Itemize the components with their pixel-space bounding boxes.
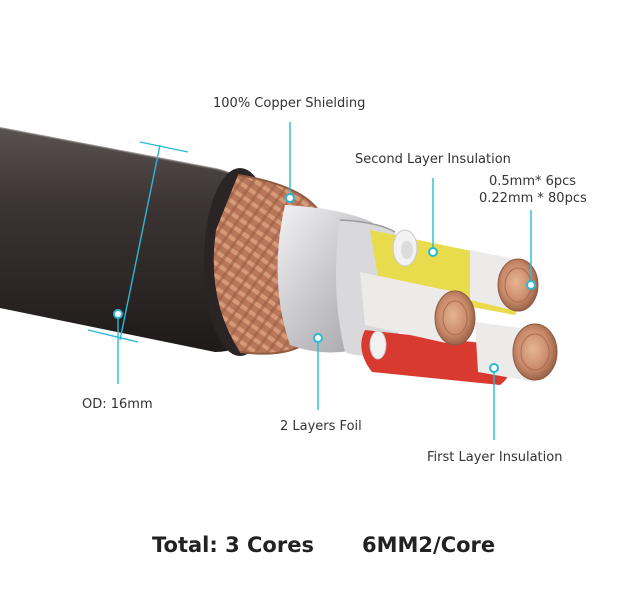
copper-dot xyxy=(285,193,295,203)
od-tick-bottom xyxy=(87,329,139,343)
od-tick-top xyxy=(139,141,189,153)
first-insulation-label: First Layer Insulation xyxy=(427,450,563,465)
strand-dot xyxy=(526,280,536,290)
outer-diameter-label: OD: 16mm xyxy=(82,397,153,412)
od-dot xyxy=(113,309,123,319)
foil-dot xyxy=(313,333,323,343)
foil-label: 2 Layers Foil xyxy=(280,419,362,434)
strand-spec-label-1: 0.5mm* 6pcs xyxy=(489,174,577,189)
core-white xyxy=(360,272,476,360)
first-insulation-dot xyxy=(489,363,499,373)
leader-dots xyxy=(113,193,536,373)
od-measure-line xyxy=(119,144,161,341)
core-gauge-text: 6MM2/Core xyxy=(362,533,496,557)
second-insulation-label: Second Layer Insulation xyxy=(355,152,511,167)
second-insulation-dot xyxy=(428,247,438,257)
copper-shielding-label: 100% Copper Shielding xyxy=(213,96,366,111)
leader-lines xyxy=(87,122,532,440)
total-cores-text: Total: 3 Cores xyxy=(152,533,314,557)
strand-spec-label-2: 0.22mm * 80pcs xyxy=(479,191,587,206)
